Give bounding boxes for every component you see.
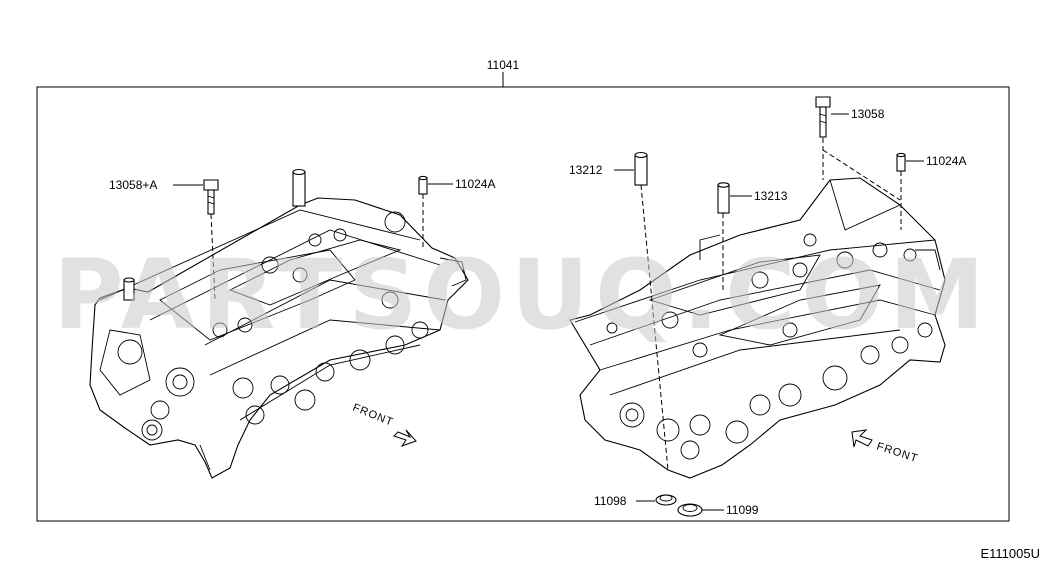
- callout-11098[interactable]: 11098: [594, 494, 627, 508]
- seal-11098[interactable]: [655, 494, 677, 506]
- callout-11024a-right[interactable]: 11024A: [926, 154, 966, 168]
- assembly-frame: [36, 86, 1010, 522]
- right-cylinder-head[interactable]: [569, 177, 946, 479]
- callout-11099[interactable]: 11099: [726, 503, 759, 517]
- right-pin[interactable]: [896, 152, 906, 172]
- watermark: PARTSOUQ.COM: [53, 239, 990, 351]
- callout-13212[interactable]: 13212: [569, 163, 603, 177]
- right-tube-13212[interactable]: [634, 151, 648, 186]
- front-arrow-right: FRONT: [851, 429, 920, 465]
- left-bolt[interactable]: [203, 179, 219, 215]
- svg-text:FRONT: FRONT: [875, 440, 919, 465]
- callout-13058a[interactable]: 13058+A: [109, 178, 157, 192]
- left-cylinder-head[interactable]: [89, 168, 469, 479]
- front-arrow-left: FRONT: [351, 402, 417, 447]
- assembly-callout[interactable]: 11041: [487, 58, 520, 72]
- right-tube-13213[interactable]: [717, 182, 730, 214]
- callout-11024a-left[interactable]: 11024A: [455, 177, 495, 191]
- callout-13213[interactable]: 13213: [754, 189, 788, 203]
- left-pin[interactable]: [418, 175, 428, 195]
- callout-13058[interactable]: 13058: [851, 107, 885, 121]
- diagram-code: E111005U: [980, 546, 1040, 561]
- svg-text:FRONT: FRONT: [351, 402, 395, 429]
- seal-11099[interactable]: [677, 503, 703, 517]
- right-bolt[interactable]: [815, 96, 831, 138]
